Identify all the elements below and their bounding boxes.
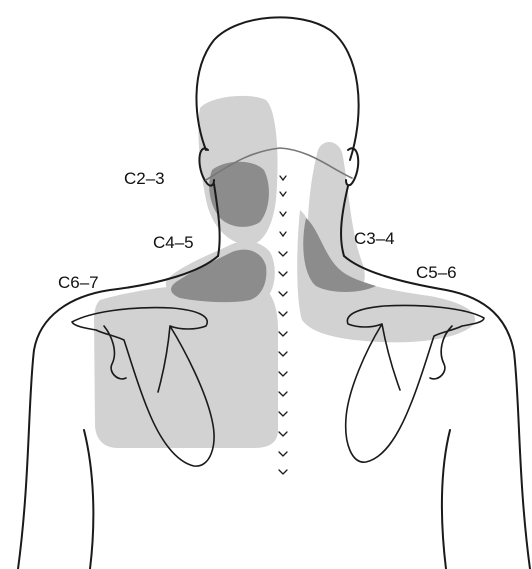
body-outline <box>18 17 530 569</box>
label-c4-5: C4–5 <box>153 233 194 252</box>
zone-c6-7 <box>94 282 278 448</box>
spinous-process-mark <box>279 432 287 436</box>
spinous-process-mark <box>279 372 287 376</box>
label-c5-6: C5–6 <box>416 263 457 282</box>
spinous-process-mark <box>279 352 287 356</box>
spinous-process-mark <box>279 452 287 456</box>
spinous-process-mark <box>279 292 287 296</box>
label-c6-7: C6–7 <box>58 273 99 292</box>
label-c3-4: C3–4 <box>354 229 395 248</box>
spinous-process-mark <box>280 212 286 216</box>
spinous-process-mark <box>280 192 286 196</box>
spinous-process-mark <box>279 312 287 316</box>
spinous-processes <box>279 176 287 474</box>
spinous-process-mark <box>280 232 286 236</box>
spinous-process-mark <box>279 332 287 336</box>
spinous-process-mark <box>279 412 287 416</box>
label-c2-3: C2–3 <box>124 169 165 188</box>
right-inner-arm <box>442 430 450 569</box>
spinous-process-mark <box>279 470 287 474</box>
spinous-process-mark <box>279 392 287 396</box>
spinous-process-mark <box>280 176 286 180</box>
left-inner-arm <box>84 430 93 569</box>
spinous-process-mark <box>279 252 287 256</box>
spinous-process-mark <box>279 272 287 276</box>
